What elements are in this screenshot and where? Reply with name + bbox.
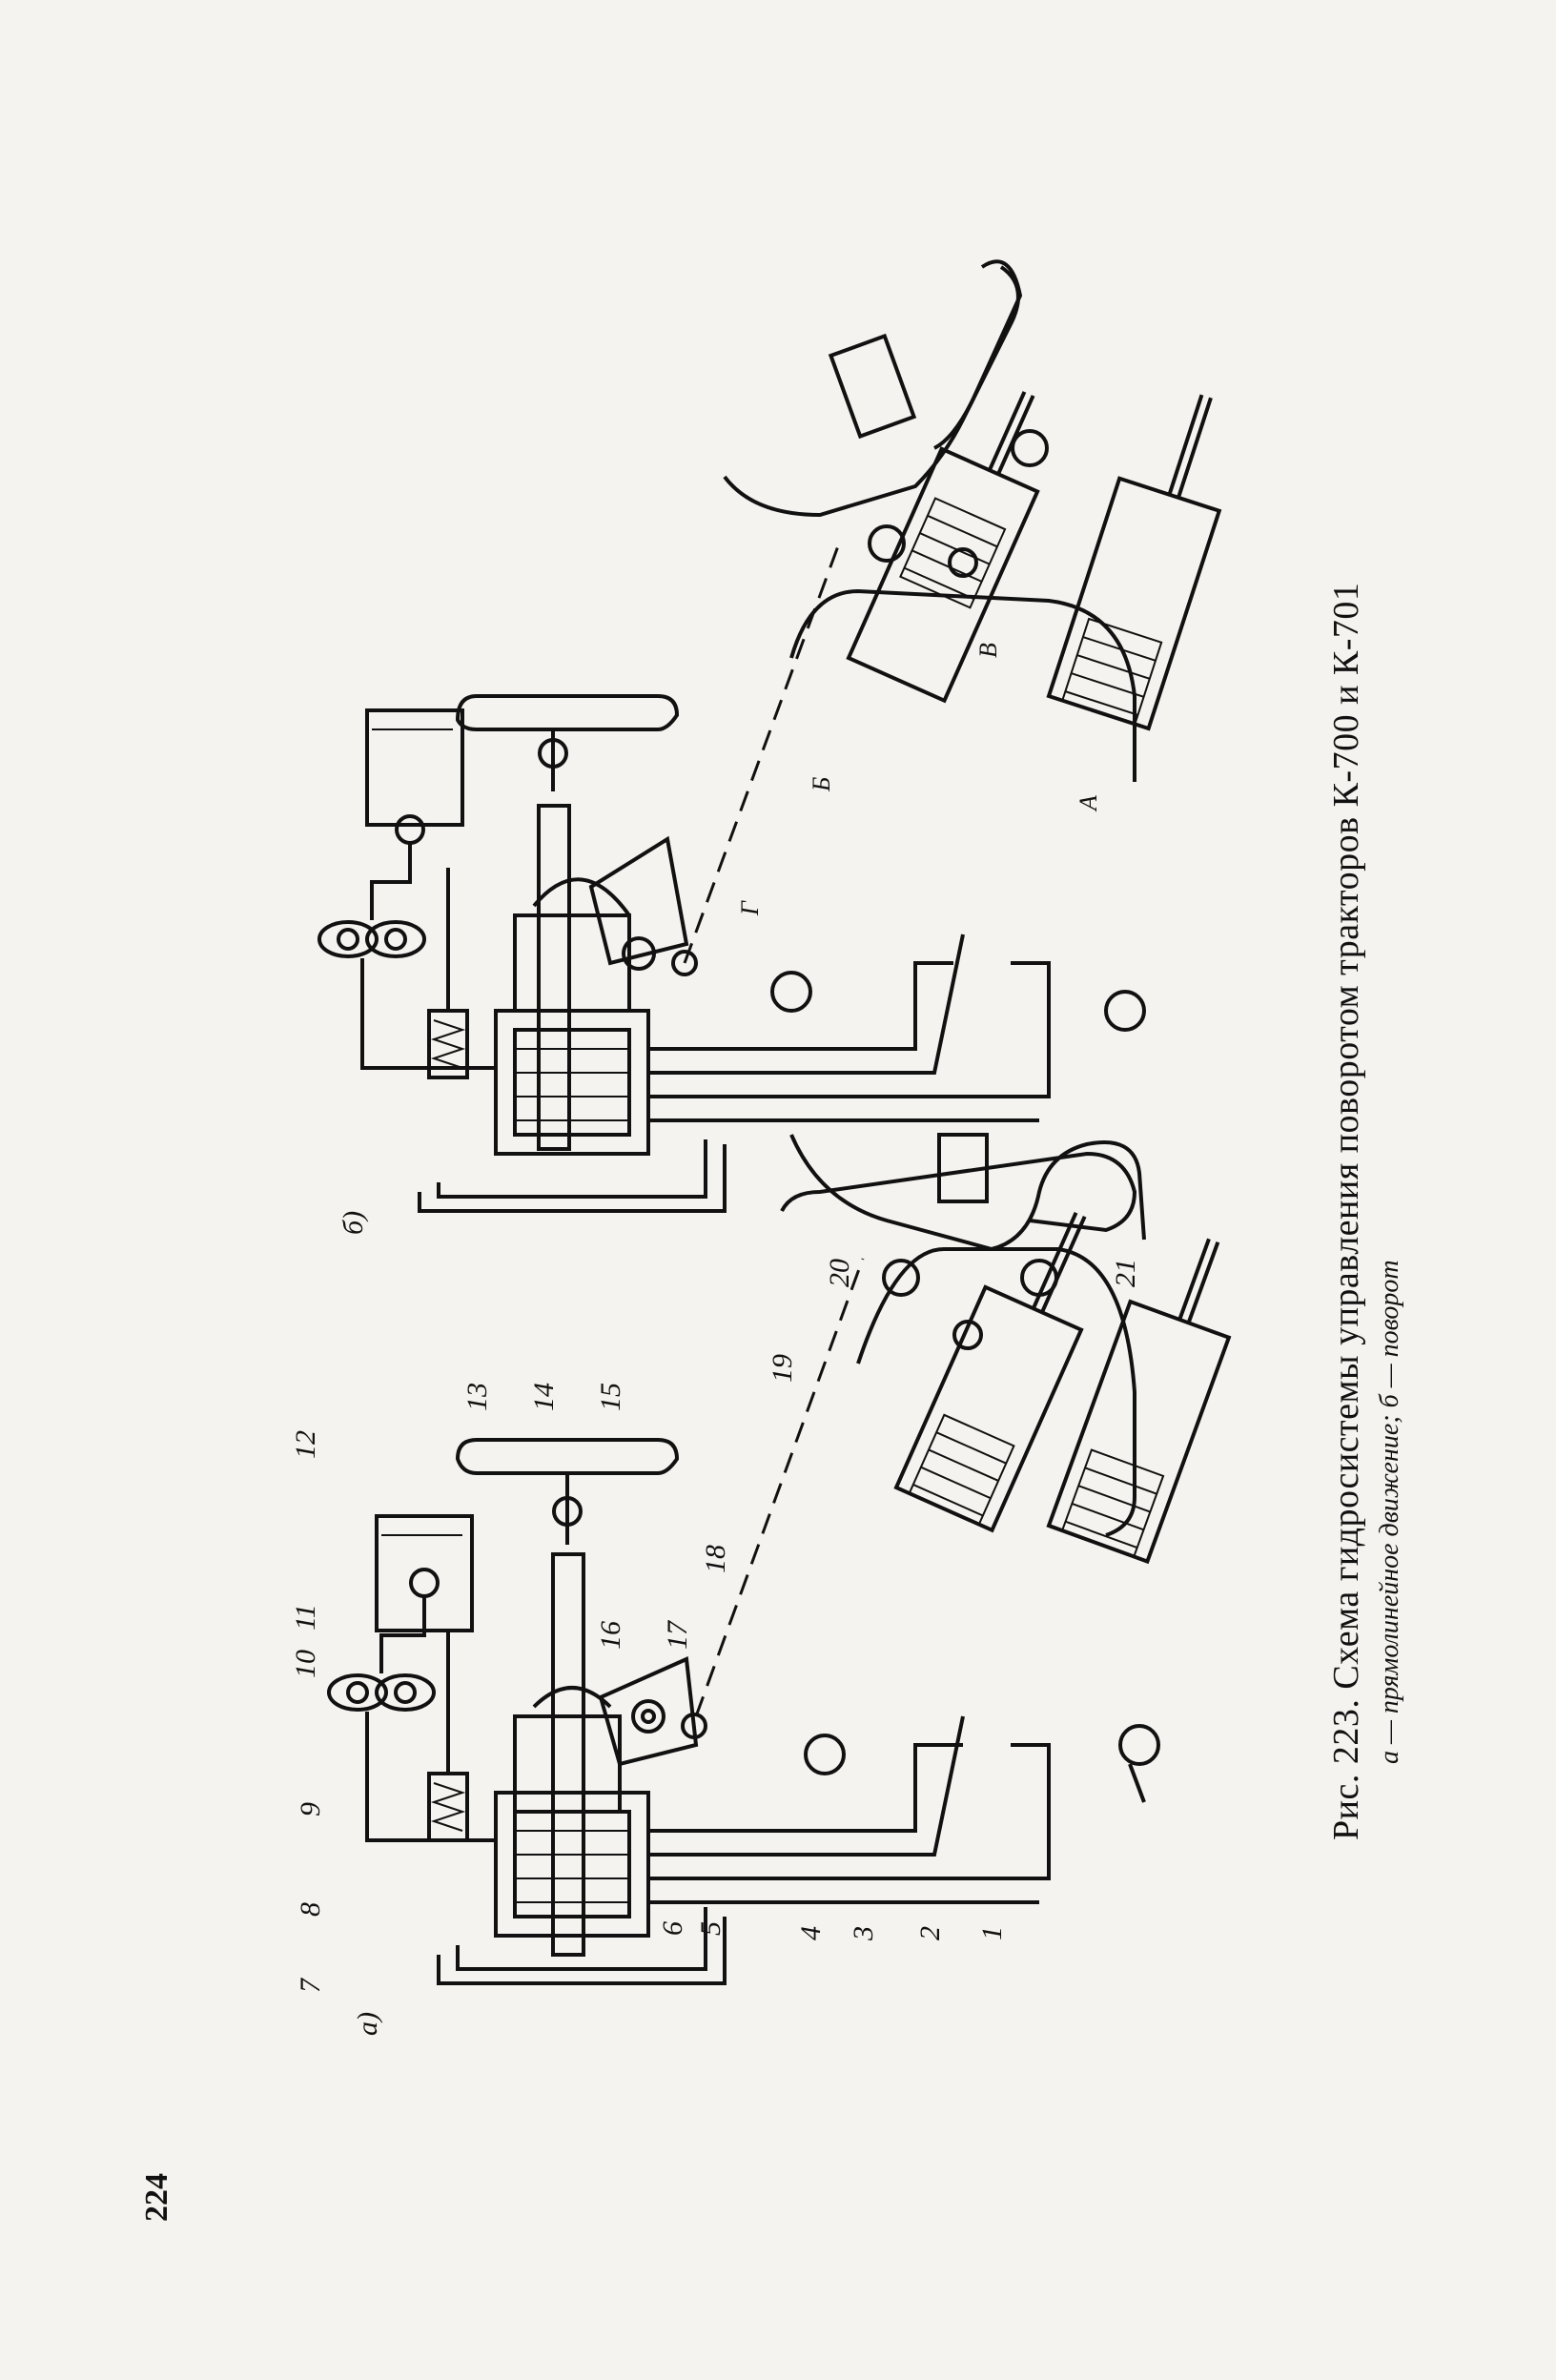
callout-9: 9: [295, 1802, 326, 1816]
callout-1: 1: [976, 1926, 1008, 1940]
callout-20: 20: [824, 1259, 855, 1287]
figure-caption: Рис. 223. Схема гидросистемы управления …: [1325, 583, 1405, 1840]
callout-2: 2: [914, 1926, 946, 1940]
callout-7: 7: [295, 1977, 326, 1993]
callout-16: 16: [595, 1621, 626, 1650]
callout-11: 11: [290, 1604, 321, 1631]
callout-13: 13: [461, 1383, 493, 1411]
callout-12: 12: [290, 1430, 321, 1459]
callout-18: 18: [700, 1545, 731, 1573]
callout-21: 21: [1110, 1259, 1141, 1287]
callout-17: 17: [662, 1619, 693, 1650]
panel-b-label: б): [338, 1211, 369, 1235]
callouts-panel-b: б) Б Г А В: [338, 643, 1102, 1235]
cylinder-letter-v: В: [974, 643, 1002, 658]
panel-a-label: а): [352, 2012, 383, 2036]
callout-19: 19: [767, 1354, 798, 1383]
cylinder-letter-g: Г: [736, 900, 764, 916]
callout-10: 10: [290, 1650, 321, 1678]
callout-3: 3: [848, 1926, 879, 1941]
cylinder-letter-b: Б: [808, 777, 835, 792]
callout-8: 8: [295, 1902, 326, 1917]
caption-main: Рис. 223. Схема гидросистемы управления …: [1326, 582, 1366, 1840]
callouts-panel-a: 1 2 3 4 5 6 7 8 9 10 11 12 13 14 15 16 1…: [290, 1259, 1141, 2036]
panel-a-schematic: [327, 1134, 1232, 1985]
page-number: 224: [139, 2173, 174, 2222]
callout-14: 14: [528, 1383, 560, 1411]
callout-6: 6: [657, 1921, 688, 1936]
callout-15: 15: [595, 1383, 626, 1411]
callout-4: 4: [795, 1926, 827, 1940]
cylinder-letter-a: А: [1075, 795, 1102, 812]
callout-5: 5: [695, 1921, 727, 1936]
caption-sub: а — прямолинейное движение; б — поворот: [1375, 1260, 1404, 1764]
panel-b-schematic: [317, 259, 1222, 1233]
